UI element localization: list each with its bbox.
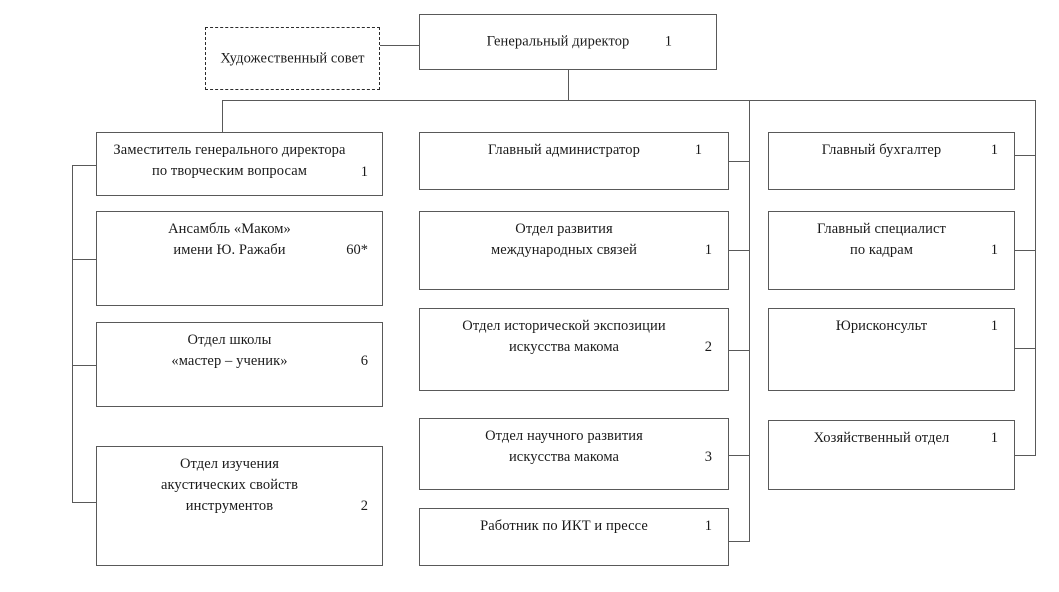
- node-acoustics-study-inner: Отдел изучения акустических свойств инст…: [97, 454, 382, 517]
- node-chief-administrator-count: 1: [694, 142, 702, 158]
- connector-main-bus: [222, 100, 1036, 101]
- connector-left-spine: [72, 165, 73, 503]
- node-scientific-development-count: 3: [704, 449, 712, 465]
- node-scientific-development-inner: Отдел научного развития искусства макома: [420, 426, 728, 468]
- connector-left-stub-3: [72, 365, 97, 366]
- connector-right-spine: [1035, 100, 1036, 456]
- connector-middle-spine: [749, 100, 750, 542]
- connector-right-stub-2: [1014, 250, 1036, 251]
- connector-middle-stub-3: [728, 350, 750, 351]
- node-ensemble-makom-inner: Ансамбль «Маком» имени Ю. Ражаби: [97, 219, 382, 261]
- node-chief-accountant[interactable]: Главный бухгалтер 1: [768, 132, 1015, 190]
- node-general-director-count: 1: [664, 33, 672, 50]
- node-general-director[interactable]: Генеральный директор 1: [419, 14, 717, 70]
- node-chief-accountant-count: 1: [990, 142, 998, 158]
- node-ensemble-makom-count: 60*: [346, 242, 368, 258]
- connector-right-stub-1: [1014, 155, 1036, 156]
- node-hr-chief-specialist[interactable]: Главный специалист по кадрам 1: [768, 211, 1015, 290]
- node-facilities-department-inner: Хозяйственный отдел: [769, 428, 1014, 449]
- node-scientific-development[interactable]: Отдел научного развития искусства макома…: [419, 418, 729, 490]
- connector-right-stub-4: [1014, 455, 1036, 456]
- connector-middle-stub-4: [728, 455, 750, 456]
- node-master-student-school[interactable]: Отдел школы «мастер – ученик» 6: [96, 322, 383, 407]
- node-historical-exposition[interactable]: Отдел исторической экспозиции искусства …: [419, 308, 729, 391]
- node-chief-administrator-label: Главный администратор: [488, 142, 640, 158]
- node-chief-administrator-inner: Главный администратор: [420, 140, 728, 161]
- connector-director-drop: [568, 70, 569, 101]
- connector-left-stub-1: [72, 165, 97, 166]
- node-general-director-inner: Генеральный директор: [420, 31, 716, 52]
- connector-left-stub-4: [72, 502, 97, 503]
- connector-middle-stub-2: [728, 250, 750, 251]
- node-chief-accountant-inner: Главный бухгалтер: [769, 140, 1014, 161]
- node-legal-counsel-count: 1: [990, 318, 998, 334]
- connector-advisory-to-director: [380, 45, 420, 46]
- node-master-student-school-count: 6: [360, 353, 368, 369]
- node-master-student-school-label: Отдел школы «мастер – ученик»: [171, 332, 288, 370]
- node-international-relations-count: 1: [704, 242, 712, 258]
- node-ensemble-makom[interactable]: Ансамбль «Маком» имени Ю. Ражаби 60*: [96, 211, 383, 306]
- node-legal-counsel-inner: Юрисконсульт: [769, 316, 1014, 337]
- node-facilities-department-label: Хозяйственный отдел: [813, 430, 950, 446]
- connector-left-stub-2: [72, 259, 97, 260]
- node-international-relations[interactable]: Отдел развития международных связей 1: [419, 211, 729, 290]
- connector-middle-stub-5: [728, 541, 750, 542]
- node-deputy-director-creative-count: 1: [360, 164, 368, 180]
- node-hr-chief-specialist-inner: Главный специалист по кадрам: [769, 219, 1014, 261]
- node-ict-press-officer-count: 1: [704, 518, 712, 534]
- node-historical-exposition-count: 2: [704, 339, 712, 355]
- node-facilities-department-count: 1: [990, 430, 998, 446]
- node-international-relations-inner: Отдел развития международных связей: [420, 219, 728, 261]
- connector-bus-to-left-column: [222, 100, 223, 133]
- node-ict-press-officer-label: Работник по ИКТ и прессе: [480, 518, 648, 534]
- node-scientific-development-label: Отдел научного развития искусства макома: [485, 428, 643, 466]
- node-ensemble-makom-label: Ансамбль «Маком» имени Ю. Ражаби: [168, 221, 291, 259]
- node-chief-administrator[interactable]: Главный администратор 1: [419, 132, 729, 190]
- node-artistic-council[interactable]: Художественный совет: [205, 27, 380, 90]
- node-deputy-director-creative-inner: Заместитель генерального директора по тв…: [97, 140, 382, 182]
- connector-right-stub-3: [1014, 348, 1036, 349]
- node-acoustics-study-count: 2: [360, 498, 368, 514]
- node-acoustics-study[interactable]: Отдел изучения акустических свойств инст…: [96, 446, 383, 566]
- node-deputy-director-creative[interactable]: Заместитель генерального директора по тв…: [96, 132, 383, 196]
- node-historical-exposition-inner: Отдел исторической экспозиции искусства …: [420, 316, 728, 358]
- node-facilities-department[interactable]: Хозяйственный отдел 1: [768, 420, 1015, 490]
- node-legal-counsel-label: Юрисконсульт: [835, 318, 928, 334]
- node-deputy-director-creative-label: Заместитель генерального директора по тв…: [113, 142, 346, 180]
- node-artistic-council-inner: Художественный совет: [206, 48, 379, 69]
- node-chief-accountant-label: Главный бухгалтер: [821, 142, 942, 158]
- node-general-director-label: Генеральный директор: [486, 33, 630, 50]
- node-acoustics-study-label: Отдел изучения акустических свойств инст…: [160, 456, 299, 515]
- node-historical-exposition-label: Отдел исторической экспозиции искусства …: [462, 318, 666, 356]
- node-legal-counsel[interactable]: Юрисконсульт 1: [768, 308, 1015, 391]
- node-hr-chief-specialist-count: 1: [990, 242, 998, 258]
- connector-middle-stub-1: [728, 161, 750, 162]
- node-ict-press-officer-inner: Работник по ИКТ и прессе: [420, 516, 728, 537]
- node-master-student-school-inner: Отдел школы «мастер – ученик»: [97, 330, 382, 372]
- node-ict-press-officer[interactable]: Работник по ИКТ и прессе 1: [419, 508, 729, 566]
- node-international-relations-label: Отдел развития международных связей: [491, 221, 637, 259]
- node-artistic-council-label: Художественный совет: [220, 49, 365, 66]
- node-hr-chief-specialist-label: Главный специалист по кадрам: [817, 221, 946, 259]
